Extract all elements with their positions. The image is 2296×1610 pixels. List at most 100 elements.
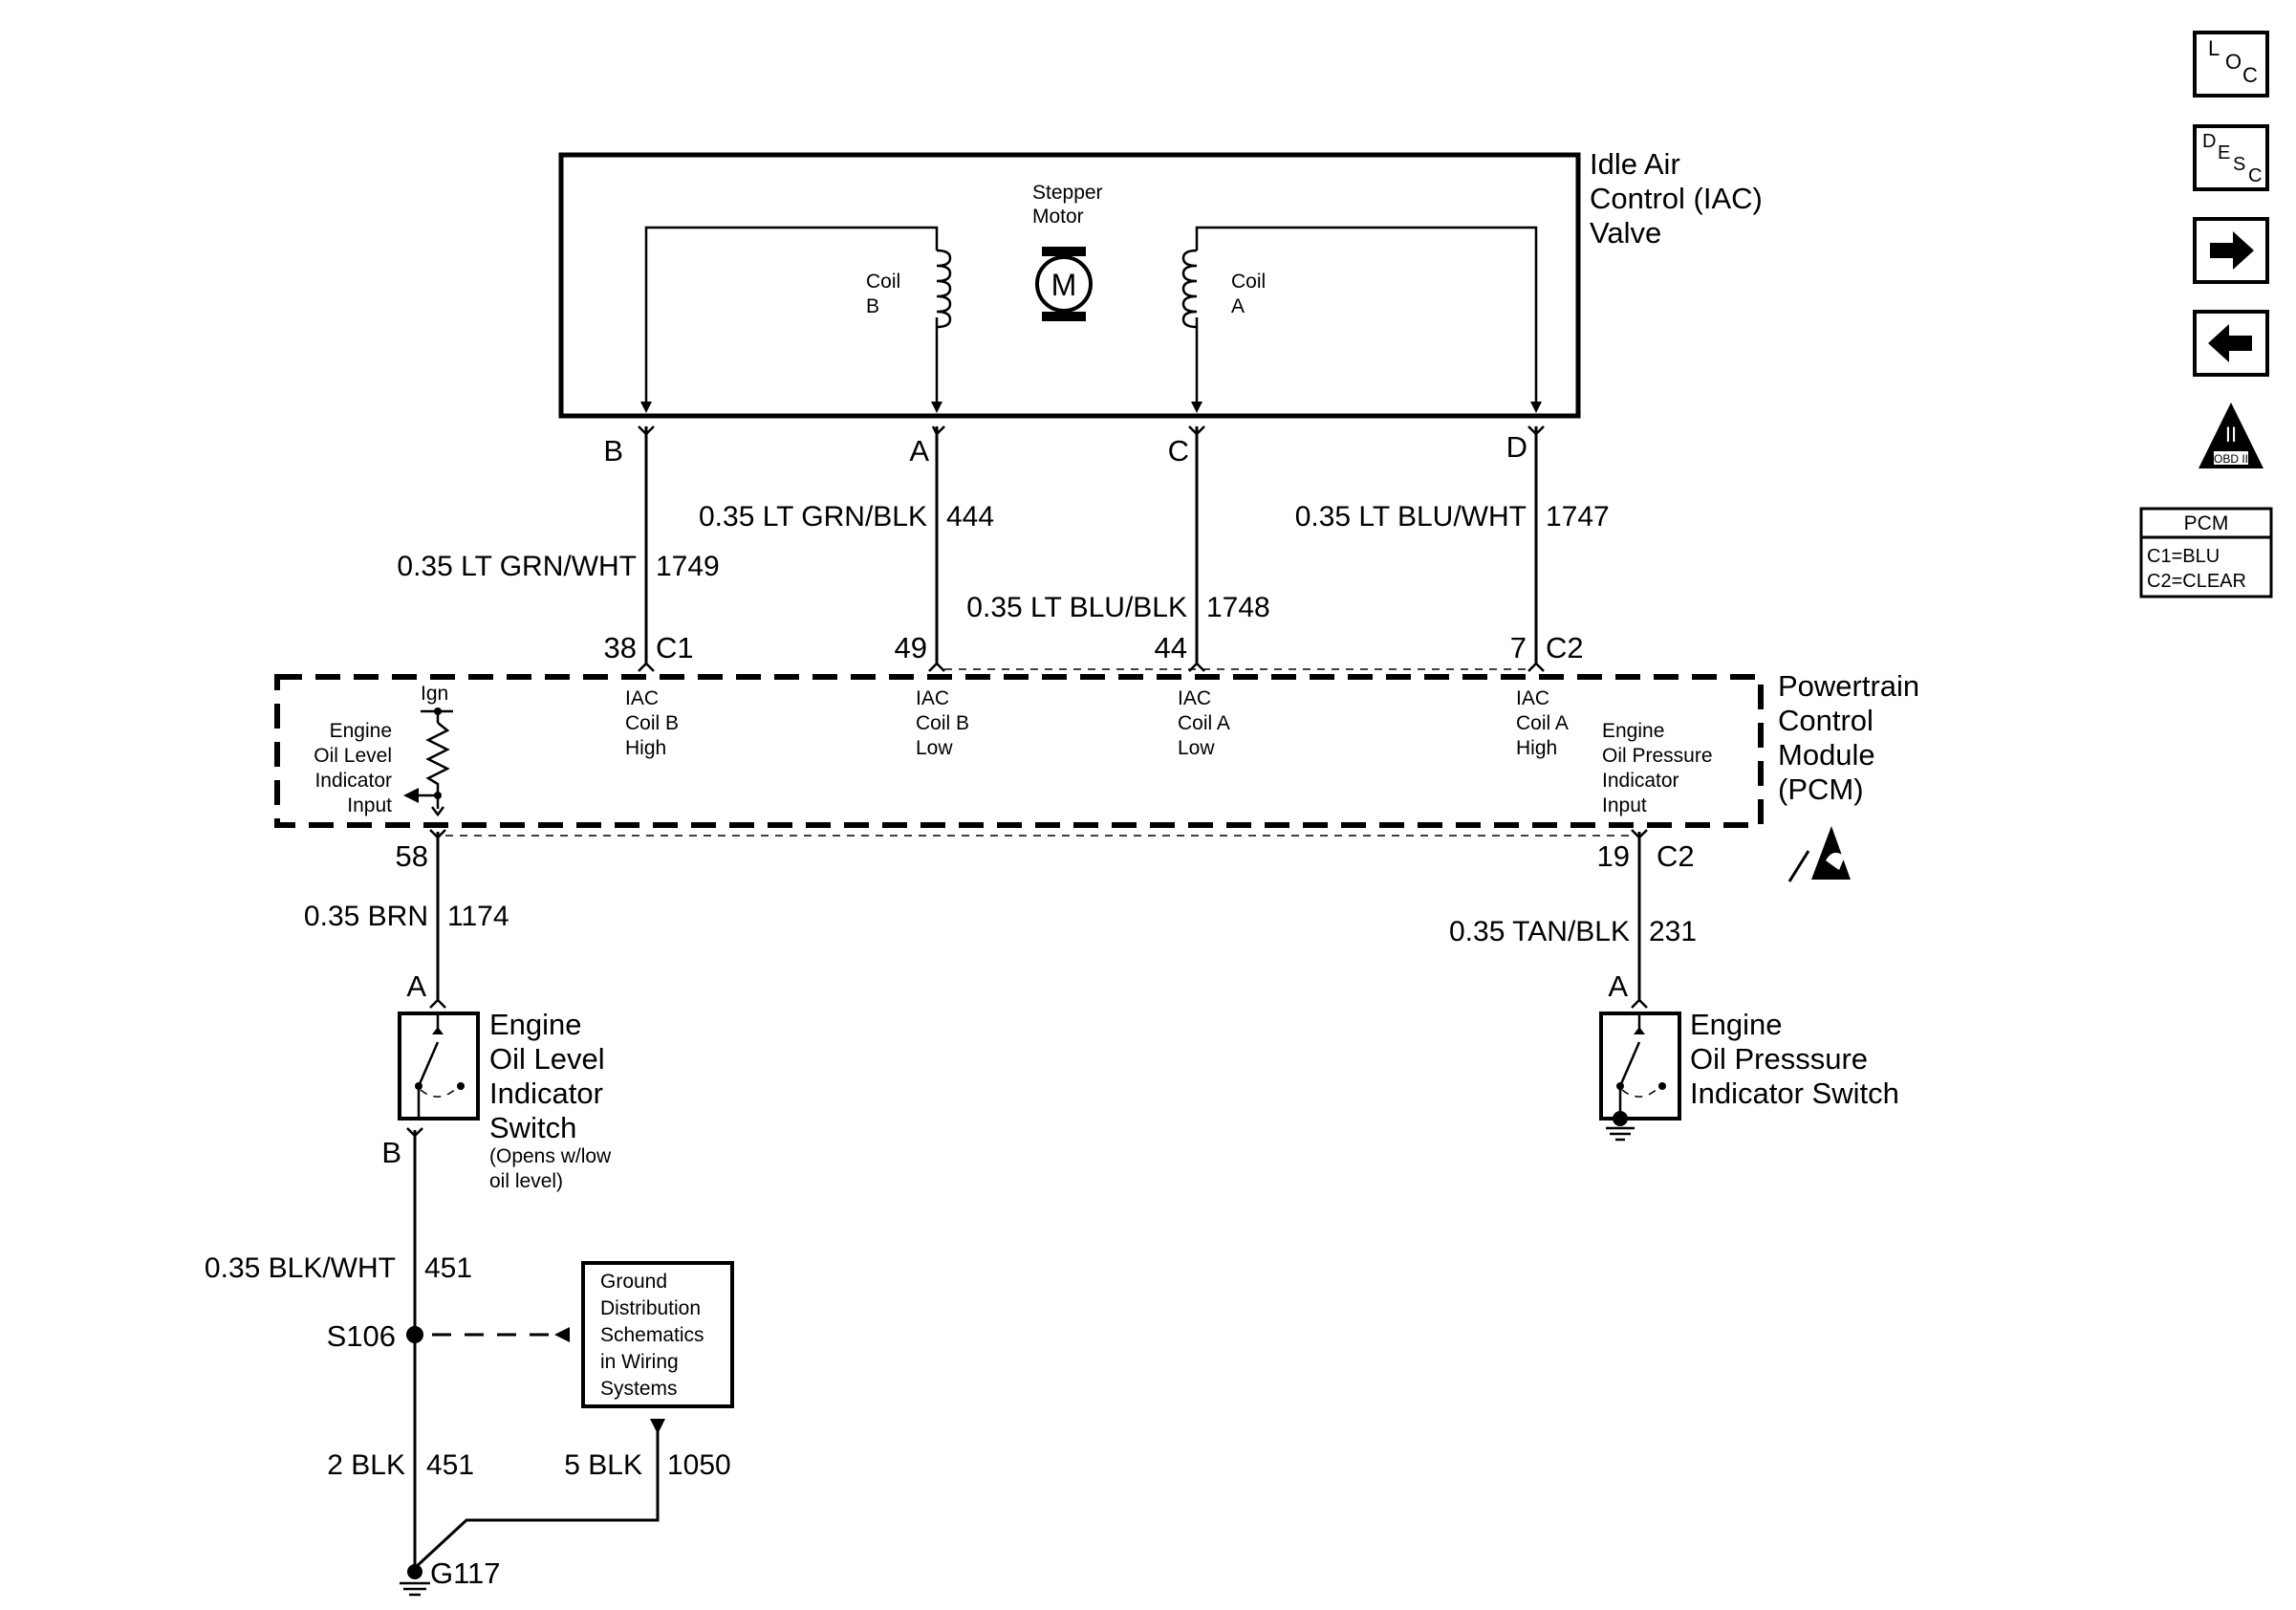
pcm-pin-58: 58 bbox=[396, 839, 428, 873]
pcm-legend-c1: C1=BLU bbox=[2147, 546, 2220, 567]
desc-letter-3: S bbox=[2233, 154, 2245, 175]
coil-b-icon bbox=[936, 249, 952, 329]
oil-pressure-switch-icon bbox=[1599, 1012, 1681, 1142]
iac-title-3: Valve bbox=[1590, 216, 1661, 250]
oil-pressure-switch-title-3: Indicator Switch bbox=[1690, 1077, 1899, 1110]
splice-s106: S106 bbox=[327, 1319, 396, 1353]
obd-ii-roman: II bbox=[2225, 423, 2237, 446]
iac-title-1: Idle Air bbox=[1590, 147, 1680, 181]
oil-level-switch-note-1: (Opens w/low bbox=[489, 1145, 612, 1167]
pcm-pin-19: 19 bbox=[1597, 839, 1630, 873]
iac-pin-b: B bbox=[603, 434, 623, 468]
oil-level-switch-note-2: oil level) bbox=[489, 1170, 563, 1192]
ground-ref-5: Systems bbox=[600, 1378, 678, 1400]
loc-letter-2: O bbox=[2225, 50, 2242, 74]
wire-444-circuit: 444 bbox=[946, 501, 994, 533]
iac-title-2: Control (IAC) bbox=[1590, 182, 1763, 215]
pcm-title-1: Powertrain bbox=[1778, 669, 1919, 703]
oil-pressure-input-4: Input bbox=[1602, 794, 1647, 816]
pullup-resistor-icon bbox=[425, 722, 450, 809]
desc-letter-1: D bbox=[2202, 131, 2216, 152]
loc-letter-1: L bbox=[2208, 36, 2220, 60]
pcm-label-7-3: High bbox=[1516, 737, 1557, 759]
next-button[interactable] bbox=[2193, 217, 2269, 284]
oil-level-switch-pin-a: A bbox=[406, 969, 426, 1003]
pcm-label-44-1: IAC bbox=[1178, 687, 1211, 709]
pcm-pin-44: 44 bbox=[1155, 631, 1187, 664]
wire-1749-circuit: 1749 bbox=[656, 551, 720, 582]
ground-g117-icon bbox=[400, 1564, 430, 1597]
pcm-module: Powertrain Control Module (PCM) IAC Coil… bbox=[274, 669, 1919, 882]
previous-button[interactable] bbox=[2193, 310, 2269, 377]
input-arrow-icon bbox=[403, 788, 419, 803]
ground-ref-3: Schematics bbox=[600, 1324, 704, 1346]
desc-button[interactable]: D E S C bbox=[2193, 124, 2269, 191]
oil-level-input-3: Indicator bbox=[314, 770, 392, 792]
wire-451-color: 0.35 BLK/WHT bbox=[205, 1252, 396, 1284]
wire-231-circuit: 231 bbox=[1649, 916, 1697, 947]
pcm-label-7-1: IAC bbox=[1516, 687, 1549, 709]
iac-pin-c: C bbox=[1168, 434, 1189, 468]
ground-reference-box: Ground Distribution Schematics in Wiring… bbox=[581, 1261, 734, 1408]
oil-pressure-switch-title-2: Oil Presssure bbox=[1690, 1042, 1868, 1076]
pcm-connector-c1: C1 bbox=[656, 631, 694, 664]
wire-451b-circuit: 451 bbox=[426, 1449, 474, 1481]
loc-button[interactable]: L O C bbox=[2193, 31, 2269, 98]
loc-letter-3: C bbox=[2242, 63, 2258, 87]
pcm-pin-38: 38 bbox=[604, 631, 637, 664]
pcm-title-2: Control bbox=[1778, 704, 1874, 737]
motor-label-1: Stepper bbox=[1032, 182, 1103, 204]
obd-ii-button[interactable]: OBD II II bbox=[2199, 402, 2264, 468]
iac-wires: B A C D 0.35 LT GRN/WHT 1749 0.35 LT GRN… bbox=[397, 425, 1610, 672]
iac-valve: Idle Air Control (IAC) Valve Coil B Coil… bbox=[558, 147, 1763, 419]
pcm-connector-c2-b: C2 bbox=[1657, 839, 1695, 873]
pcm-label-38-1: IAC bbox=[625, 687, 659, 709]
splice-s106-icon bbox=[406, 1326, 423, 1343]
wire-451b-color: 2 BLK bbox=[327, 1449, 405, 1481]
motor-symbol: M bbox=[1051, 268, 1077, 302]
oil-level-circuit: 58 0.35 BRN 1174 A Engine Oil Level Indi… bbox=[205, 829, 1632, 1597]
pcm-label-7-2: Coil A bbox=[1516, 712, 1569, 734]
oil-level-input-1: Engine bbox=[330, 720, 392, 742]
esd-warning-icon bbox=[1787, 826, 1851, 882]
oil-level-switch-title-4: Switch bbox=[489, 1111, 576, 1144]
oil-pressure-switch-pin-a: A bbox=[1608, 969, 1628, 1003]
pcm-pin-49: 49 bbox=[895, 631, 927, 664]
ign-label: Ign bbox=[421, 683, 448, 705]
oil-level-switch-title-3: Indicator bbox=[489, 1077, 603, 1110]
iac-pin-d: D bbox=[1506, 430, 1527, 464]
ground-g117: G117 bbox=[430, 1556, 501, 1590]
pcm-title-4: (PCM) bbox=[1778, 772, 1864, 806]
pcm-legend-c2: C2=CLEAR bbox=[2147, 571, 2246, 592]
wire-444-color: 0.35 LT GRN/BLK bbox=[699, 501, 927, 533]
oil-level-switch-pin-b: B bbox=[381, 1136, 401, 1169]
oil-pressure-input-3: Indicator bbox=[1602, 770, 1679, 792]
pcm-label-49-1: IAC bbox=[916, 687, 949, 709]
ground-ref-2: Distribution bbox=[600, 1297, 701, 1319]
pcm-label-38-2: Coil B bbox=[625, 712, 679, 734]
pcm-label-49-3: Low bbox=[916, 737, 953, 759]
arrow-left-icon bbox=[2208, 324, 2252, 362]
coil-a-label-2: A bbox=[1231, 295, 1245, 317]
pcm-connector-c2: C2 bbox=[1546, 631, 1584, 664]
ground-ref-4: in Wiring bbox=[600, 1351, 679, 1373]
wire-1174-color: 0.35 BRN bbox=[304, 901, 428, 932]
wire-1749-color: 0.35 LT GRN/WHT bbox=[397, 551, 637, 582]
pcm-connector-legend: PCM C1=BLU C2=CLEAR bbox=[2139, 507, 2273, 598]
desc-letter-4: C bbox=[2248, 165, 2262, 186]
wire-1747-circuit: 1747 bbox=[1546, 501, 1610, 533]
pcm-label-44-2: Coil A bbox=[1178, 712, 1230, 734]
obd-ii-label: OBD II bbox=[2214, 452, 2248, 466]
pcm-label-38-3: High bbox=[625, 737, 666, 759]
oil-pressure-input-1: Engine bbox=[1602, 720, 1664, 742]
coil-a-icon bbox=[1181, 249, 1198, 329]
wire-451-circuit: 451 bbox=[424, 1252, 472, 1284]
wire-231-color: 0.35 TAN/BLK bbox=[1449, 916, 1630, 947]
coil-a-label-1: Coil bbox=[1231, 271, 1266, 293]
iac-pin-a: A bbox=[909, 434, 929, 468]
oil-level-input-4: Input bbox=[347, 794, 392, 816]
wire-1050-color: 5 BLK bbox=[564, 1449, 642, 1481]
desc-letter-2: E bbox=[2218, 142, 2230, 163]
wire-1748-circuit: 1748 bbox=[1206, 592, 1270, 623]
